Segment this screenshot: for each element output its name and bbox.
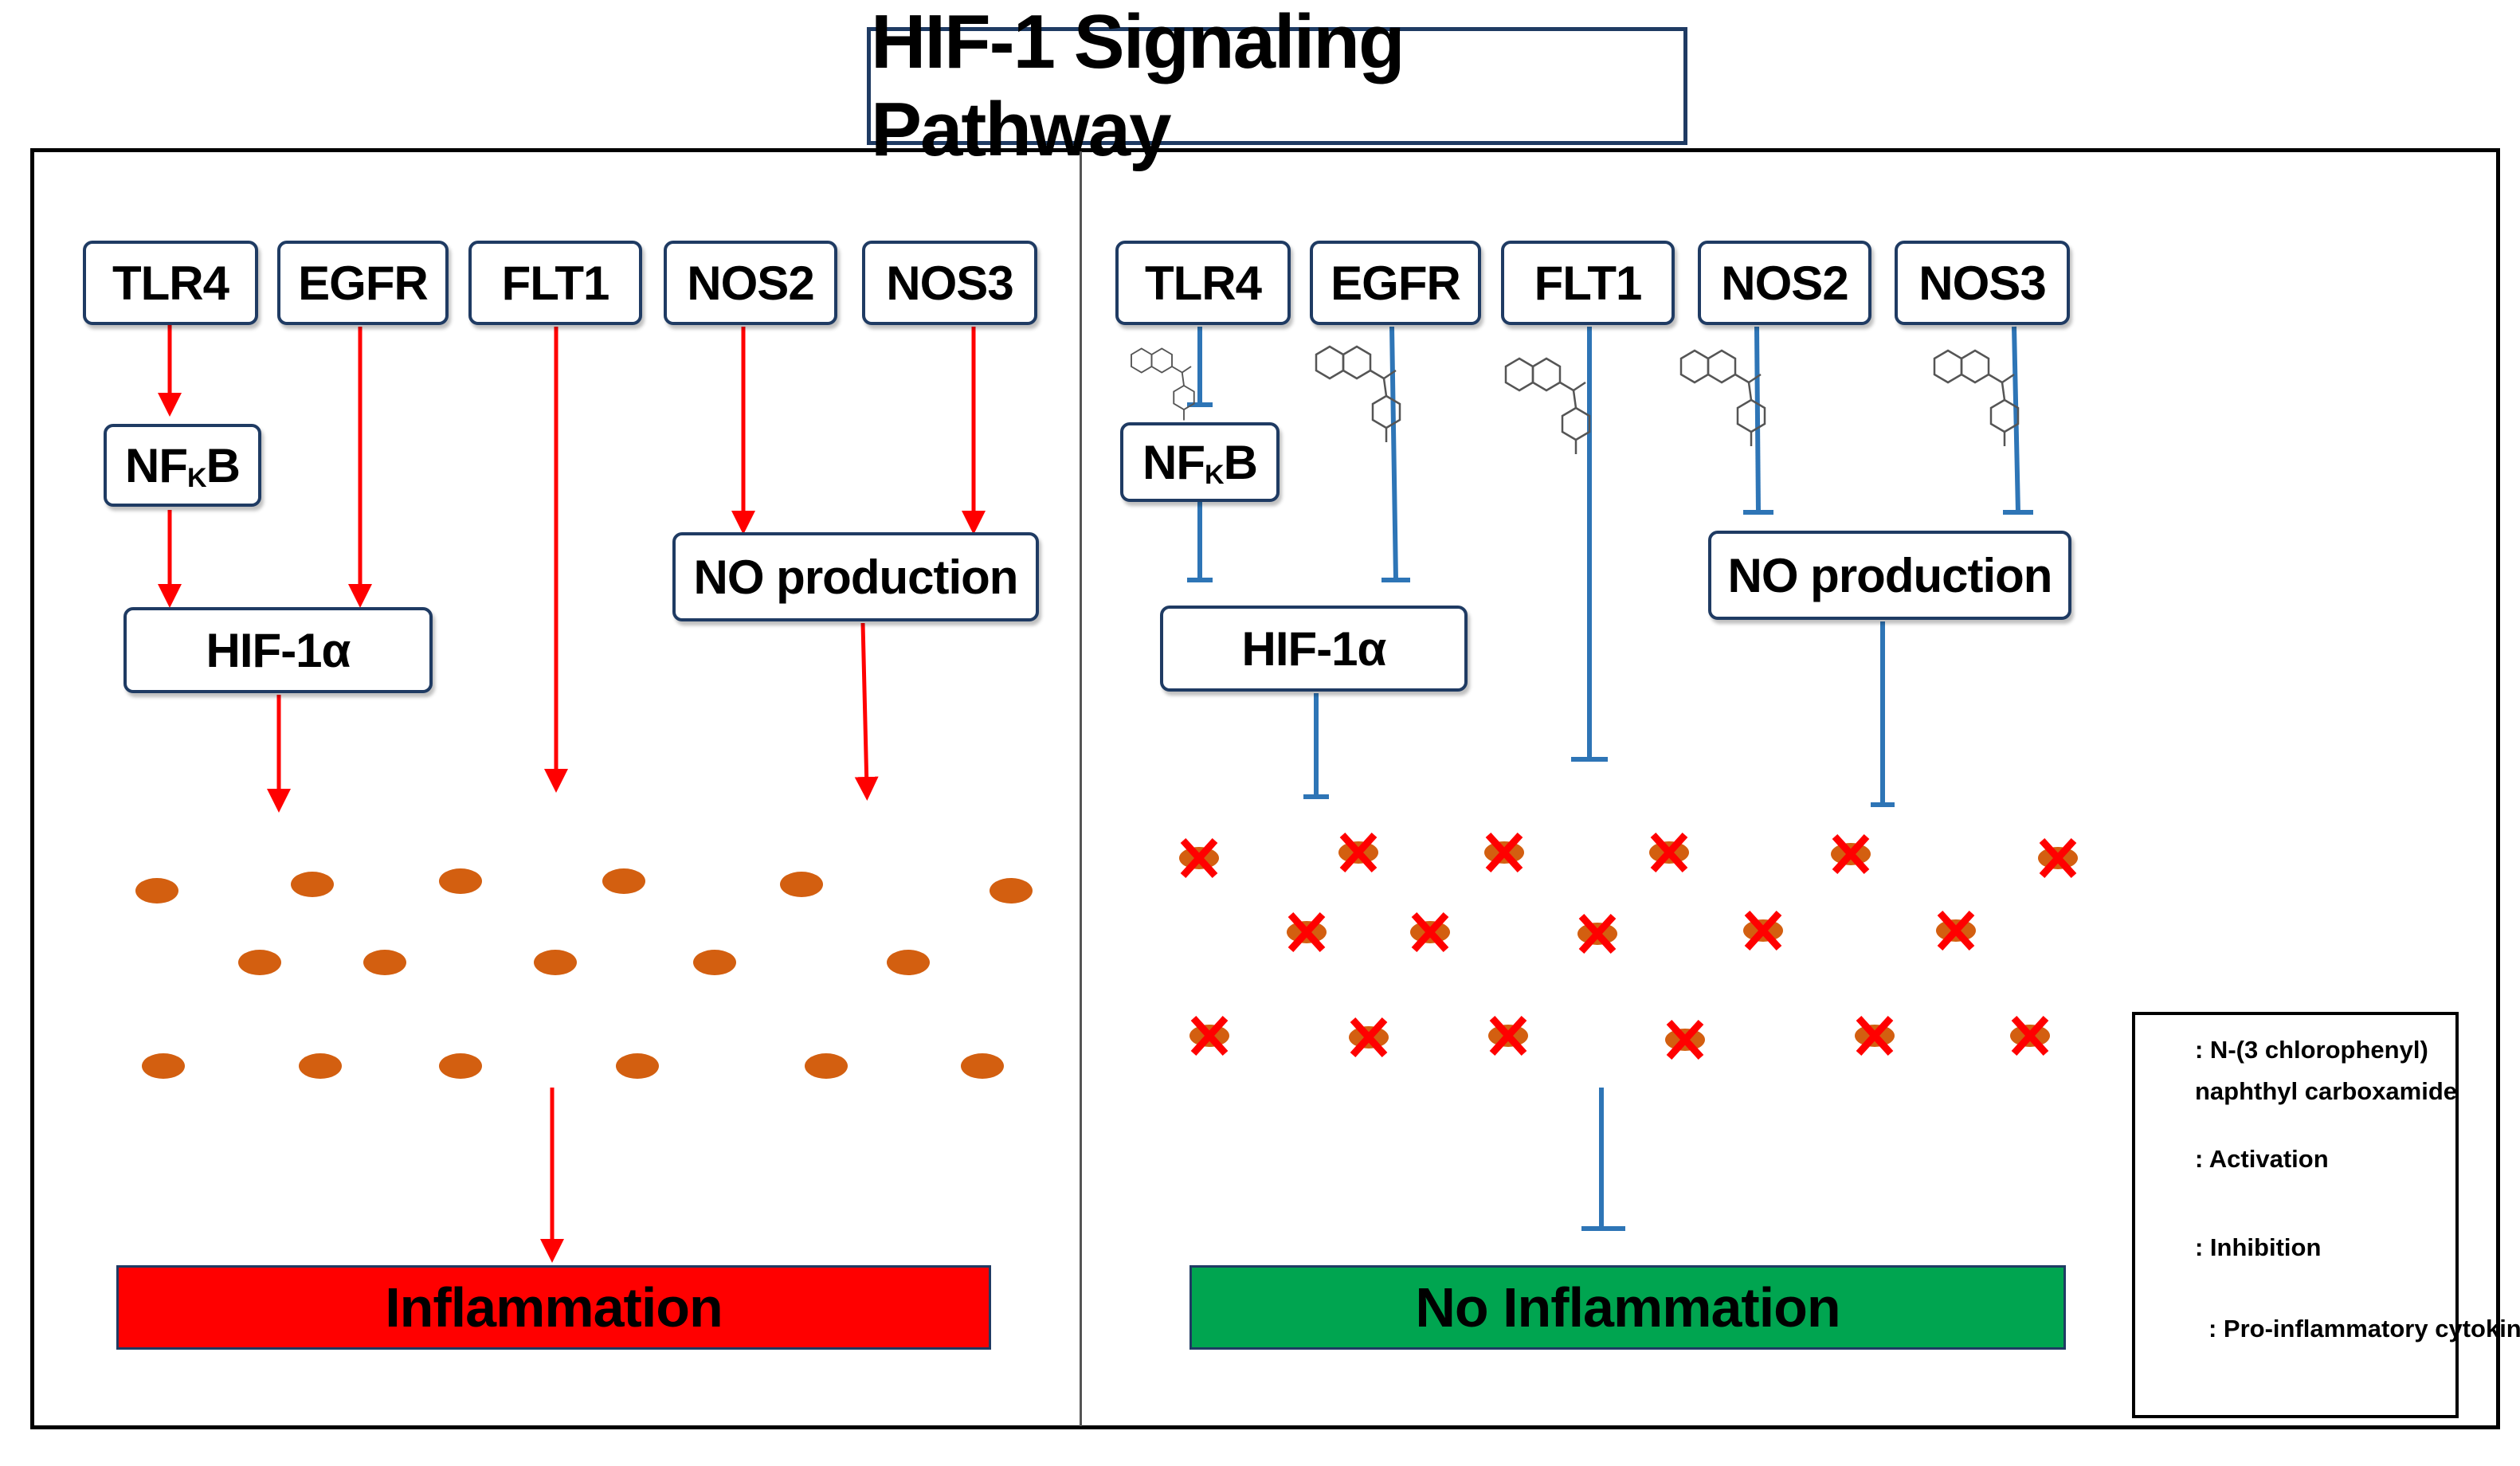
chemical-structure-icon <box>1504 357 1591 454</box>
arrow-no-cytokines <box>854 622 879 801</box>
red-x-icon <box>1484 832 1524 873</box>
cytokine-ellipse <box>291 872 334 897</box>
cytokine-ellipse <box>602 868 645 894</box>
cytokine-ellipse <box>990 878 1033 904</box>
activation-arrows <box>158 325 986 1263</box>
cytokine-ellipse <box>439 868 482 894</box>
cytokine-ellipse <box>238 950 281 975</box>
cytokine-ellipse <box>142 1053 185 1079</box>
red-x-icon <box>1743 910 1783 951</box>
red-x-icon <box>1649 832 1689 873</box>
node-no-production-left: NO production <box>672 532 1039 621</box>
legend-inhibition-label: : Inhibition <box>2195 1233 2322 1261</box>
red-x-icon <box>1410 911 1450 953</box>
node-nos2-left: NOS2 <box>664 241 837 325</box>
cytokine-ellipse <box>299 1053 342 1079</box>
node-flt1-left: FLT1 <box>468 241 642 325</box>
red-x-icon <box>1577 913 1617 954</box>
inhibit-nos2-no <box>1754 326 1761 513</box>
outcome-no-inflammation: No Inflammation <box>1189 1265 2066 1350</box>
panel-divider <box>1080 151 1082 1426</box>
cytokine-ellipse <box>439 1053 482 1079</box>
left-cytokines <box>135 868 1033 1079</box>
cytokine-ellipse <box>887 950 930 975</box>
cytokine-ellipse <box>780 872 823 897</box>
cytokine-ellipse <box>616 1053 659 1079</box>
red-x-icon <box>2010 1015 2050 1056</box>
cytokine-ellipse <box>693 950 736 975</box>
page-title: HIF-1 Signaling Pathway <box>871 0 1405 172</box>
red-x-icon <box>1189 1015 1229 1056</box>
red-x-icon <box>1349 1017 1389 1058</box>
compound-structures <box>1131 345 2020 454</box>
legend-compound-label-2: naphthyl carboxamide <box>2195 1077 2458 1105</box>
node-hif-right: HIF-1α <box>1160 606 1468 692</box>
outcome-inflammation: Inflammation <box>116 1265 991 1350</box>
node-egfr-right: EGFR <box>1310 241 1481 325</box>
outer-frame <box>30 148 2500 1429</box>
node-egfr-left: EGFR <box>277 241 449 325</box>
node-no-production-right: NO production <box>1708 531 2071 620</box>
inhibit-egfr-hif <box>1389 326 1398 581</box>
node-nos3-right: NOS3 <box>1895 241 2070 325</box>
red-x-icon <box>1855 1015 1895 1056</box>
red-x-icon <box>2038 837 2078 879</box>
chemical-structure-icon <box>1131 347 1195 421</box>
legend-compound-label-1: : N-(3 chlorophenyl) <box>2195 1036 2428 1064</box>
cytokine-ellipse <box>135 878 178 904</box>
node-tlr4-left: TLR4 <box>83 241 258 325</box>
inhibition-lines <box>1187 326 2033 1231</box>
legend-activation-label: : Activation <box>2195 1145 2329 1173</box>
cytokine-ellipse <box>534 950 577 975</box>
title-box: HIF-1 Signaling Pathway <box>867 0 1687 172</box>
chemical-structure-icon <box>1315 345 1401 442</box>
red-x-icon <box>1936 910 1976 951</box>
red-x-icon <box>1665 1019 1705 1060</box>
red-x-icon <box>1287 911 1327 953</box>
blocked-cytokines <box>1179 832 2078 1060</box>
cytokine-ellipse <box>363 950 406 975</box>
node-flt1-right: FLT1 <box>1501 241 1675 325</box>
cytokine-ellipse <box>961 1053 1004 1079</box>
red-x-icon <box>1488 1015 1528 1056</box>
chemical-structure-icon <box>1679 349 1766 446</box>
cytokine-ellipse <box>805 1053 848 1079</box>
red-x-icon <box>1338 832 1378 873</box>
chemical-structure-icon <box>1933 349 2020 446</box>
red-x-icon <box>1831 833 1871 875</box>
node-hif-left: HIF-1α <box>123 607 433 693</box>
red-x-icon <box>1179 837 1219 879</box>
legend-cytokine-label: : Pro-inflammatory cytokine <box>2208 1315 2520 1343</box>
node-nos3-left: NOS3 <box>862 241 1037 325</box>
legend-box <box>2132 1012 2459 1418</box>
node-nos2-right: NOS2 <box>1698 241 1871 325</box>
node-tlr4-right: TLR4 <box>1115 241 1291 325</box>
inhibit-nos3-no <box>2012 326 2020 513</box>
